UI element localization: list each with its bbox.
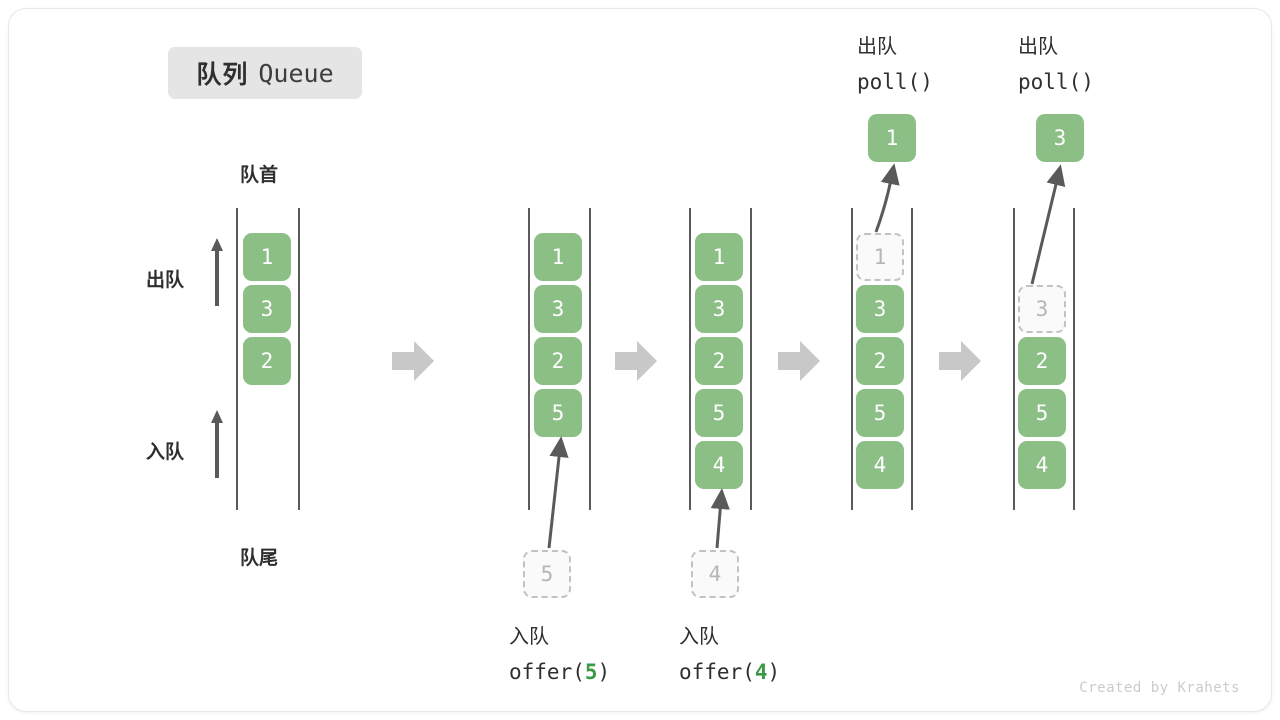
queue-4-element-3: 5 xyxy=(856,389,904,437)
queue-4-element-2: 2 xyxy=(856,337,904,385)
queue-3-element-4: 4 xyxy=(695,441,743,489)
queue-1-element-1: 3 xyxy=(243,285,291,333)
queue-4-element-0-ghost: 1 xyxy=(856,233,904,281)
queue-head-label: 队首 xyxy=(240,164,279,186)
offer-5-code-suffix: ) xyxy=(597,660,611,684)
queue-5-element-0-ghost: 3 xyxy=(1018,285,1066,333)
queue-5-element-3: 4 xyxy=(1018,441,1066,489)
offer-5-code-prefix: offer( xyxy=(509,660,585,684)
poll-3-label-cn: 出队 xyxy=(1018,34,1058,58)
offer-4-code-suffix: ) xyxy=(767,660,781,684)
queue-1-rail-left xyxy=(236,208,238,510)
dequeue-direction-label: 出队 xyxy=(146,269,185,291)
queue-2-rail-left xyxy=(528,208,530,510)
queue-3-rail-right xyxy=(750,208,752,510)
offer-4-code-value: 4 xyxy=(754,660,768,684)
queue-2-element-3: 5 xyxy=(534,389,582,437)
queue-5-rail-right xyxy=(1073,208,1075,510)
poll-1-result-box: 1 xyxy=(868,114,916,162)
offer-4-label-cn: 入队 xyxy=(679,624,719,648)
queue-2-rail-right xyxy=(589,208,591,510)
title-badge: 队列 Queue xyxy=(168,47,362,99)
poll-3-code: poll() xyxy=(1018,70,1094,94)
step-arrow-2-icon xyxy=(615,341,657,381)
queue-1-element-0: 1 xyxy=(243,233,291,281)
enqueue-direction-label: 入队 xyxy=(146,441,185,463)
queue-2-element-2: 2 xyxy=(534,337,582,385)
queue-3-element-0: 1 xyxy=(695,233,743,281)
queue-3-element-3: 5 xyxy=(695,389,743,437)
queue-4-element-1: 3 xyxy=(856,285,904,333)
offer-5-label: 入队 offer(5) xyxy=(509,618,610,690)
poll-3-result-box: 3 xyxy=(1036,114,1084,162)
offer-4-code-prefix: offer( xyxy=(679,660,755,684)
offer-5-ghost-box: 5 xyxy=(523,550,571,598)
queue-5-rail-left xyxy=(1013,208,1015,510)
title-chinese: 队列 xyxy=(196,60,249,89)
enqueue-direction-arrow-icon xyxy=(211,410,223,478)
poll-1-code: poll() xyxy=(857,70,933,94)
queue-5-element-2: 5 xyxy=(1018,389,1066,437)
footer-credit: Created by Krahets xyxy=(1079,680,1240,696)
queue-4-rail-right xyxy=(911,208,913,510)
queue-1-rail-right xyxy=(298,208,300,510)
offer-5-code-value: 5 xyxy=(584,660,598,684)
queue-5-element-1: 2 xyxy=(1018,337,1066,385)
step-arrow-4-icon xyxy=(939,341,981,381)
offer-4-label: 入队 offer(4) xyxy=(679,618,780,690)
poll-1-label-cn: 出队 xyxy=(857,34,897,58)
offer-4-ghost-box: 4 xyxy=(691,550,739,598)
step-arrow-1-icon xyxy=(392,341,434,381)
queue-3-element-1: 3 xyxy=(695,285,743,333)
title-english: Queue xyxy=(258,58,334,88)
queue-1-element-2: 2 xyxy=(243,337,291,385)
poll-3-label: 出队 poll() xyxy=(1018,28,1094,100)
queue-3-rail-left xyxy=(689,208,691,510)
step-arrow-3-icon xyxy=(778,341,820,381)
queue-2-element-0: 1 xyxy=(534,233,582,281)
queue-2-element-1: 3 xyxy=(534,285,582,333)
queue-4-element-4: 4 xyxy=(856,441,904,489)
queue-3-element-2: 2 xyxy=(695,337,743,385)
dequeue-direction-arrow-icon xyxy=(211,238,223,306)
queue-tail-label: 队尾 xyxy=(240,547,279,569)
queue-4-rail-left xyxy=(851,208,853,510)
offer-5-label-cn: 入队 xyxy=(509,624,549,648)
poll-1-label: 出队 poll() xyxy=(857,28,933,100)
